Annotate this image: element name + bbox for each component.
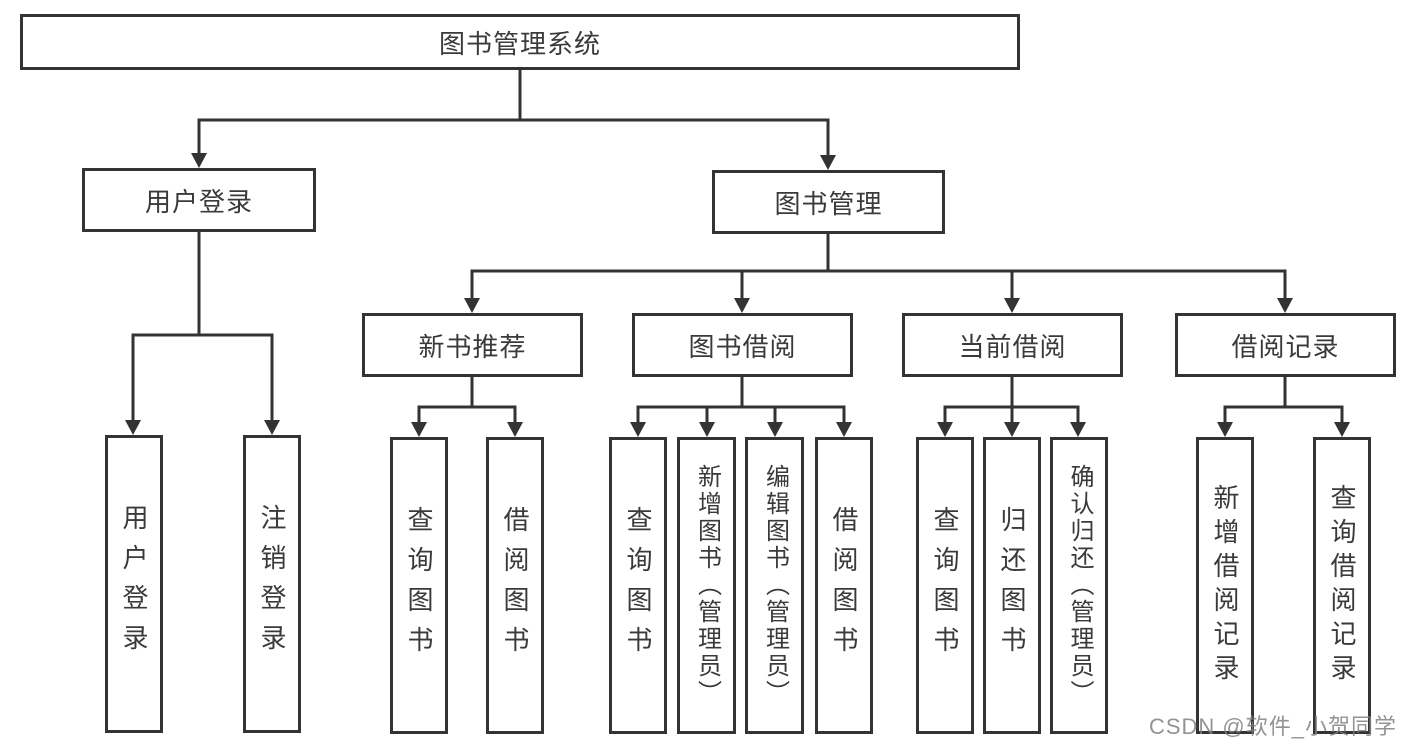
leaf-borrow-books-recommend: 借阅图书 bbox=[486, 437, 544, 734]
node-label: 查询图书 bbox=[404, 505, 434, 666]
node-label: 归还图书 bbox=[997, 505, 1027, 666]
node-user-login: 用户登录 bbox=[82, 168, 316, 232]
node-borrowing-records: 借阅记录 bbox=[1175, 313, 1396, 377]
node-label: 注销登录 bbox=[257, 504, 287, 664]
node-label: 确认归还（管理员） bbox=[1066, 464, 1093, 707]
node-library-management-system: 图书管理系统 bbox=[20, 14, 1020, 70]
csdn-watermark: CSDN @软件_小贺同学 bbox=[1148, 714, 1397, 739]
node-label: 用户登录 bbox=[144, 186, 253, 217]
node-label: 新书推荐 bbox=[418, 331, 527, 362]
node-new-book-recommendation: 新书推荐 bbox=[362, 313, 583, 377]
node-label: 图书管理 bbox=[774, 188, 883, 219]
leaf-user-login: 用户登录 bbox=[105, 435, 163, 733]
node-label: 图书管理系统 bbox=[438, 28, 601, 59]
leaf-add-books-admin: 新增图书（管理员） bbox=[677, 437, 736, 734]
leaf-confirm-return-admin: 确认归还（管理员） bbox=[1050, 437, 1108, 734]
node-label: 用户登录 bbox=[119, 504, 149, 664]
leaf-logout: 注销登录 bbox=[243, 435, 301, 733]
node-label: 新增图书（管理员） bbox=[693, 464, 721, 707]
leaf-query-borrow-record: 查询借阅记录 bbox=[1313, 437, 1371, 734]
connector-trunks bbox=[131, 70, 1344, 409]
node-current-borrowing: 当前借阅 bbox=[902, 313, 1123, 377]
leaf-add-borrow-record: 新增借阅记录 bbox=[1196, 437, 1254, 734]
node-label: 图书借阅 bbox=[688, 331, 797, 362]
node-label: 查询图书 bbox=[930, 505, 960, 666]
leaf-borrow-books-borrowing: 借阅图书 bbox=[815, 437, 873, 734]
node-label: 当前借阅 bbox=[958, 331, 1067, 362]
node-label: 编辑图书（管理员） bbox=[761, 464, 789, 707]
node-book-management: 图书管理 bbox=[712, 170, 945, 234]
leaf-query-books-recommend: 查询图书 bbox=[390, 437, 448, 734]
node-label: 借阅图书 bbox=[829, 505, 859, 666]
connector-arrows bbox=[125, 120, 1350, 437]
node-label: 新增借阅记录 bbox=[1210, 483, 1240, 688]
leaf-edit-books-admin: 编辑图书（管理员） bbox=[745, 437, 804, 734]
leaf-return-books: 归还图书 bbox=[983, 437, 1041, 734]
node-label: 借阅图书 bbox=[500, 505, 530, 666]
node-label: 借阅记录 bbox=[1231, 331, 1340, 362]
node-label: 查询借阅记录 bbox=[1327, 483, 1357, 688]
node-book-borrowing: 图书借阅 bbox=[632, 313, 853, 377]
leaf-query-books-borrowing: 查询图书 bbox=[609, 437, 667, 734]
leaf-query-books-current: 查询图书 bbox=[916, 437, 974, 734]
node-label: 查询图书 bbox=[623, 505, 653, 666]
